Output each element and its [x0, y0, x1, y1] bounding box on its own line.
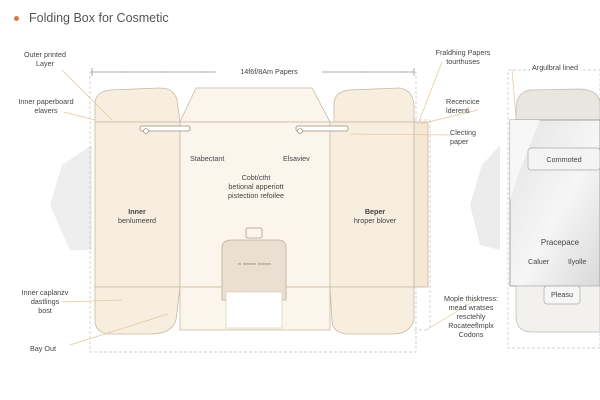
- box-bottom-label: Pleasu: [551, 290, 573, 299]
- top-flap-center: [179, 87, 331, 123]
- center-line: betional apperiott: [228, 182, 284, 191]
- inner-title: Inner: [128, 207, 146, 216]
- top-flap-left: [94, 87, 181, 123]
- callout-line: Recencice: [446, 97, 480, 106]
- callout-line: resctehly: [456, 312, 486, 321]
- bottom-flap-left: [94, 286, 181, 335]
- beper-title: Beper: [364, 207, 386, 216]
- box-ilyolle-label: Ilyolle: [568, 257, 587, 266]
- callout-inner-paperboard: Inner paperboard elavers: [10, 97, 82, 115]
- beper-label: Beper hroper blover: [340, 207, 410, 225]
- top-flap-right: [333, 87, 415, 123]
- glue-flap: [413, 121, 429, 288]
- header: Folding Box for Cosmetic: [14, 9, 169, 27]
- center-line: Cobt/ctht: [241, 173, 271, 182]
- page-title: Folding Box for Cosmetic: [29, 11, 169, 25]
- callout-folding-papers: Fraldhing Papers tourthuses: [428, 48, 498, 66]
- panel-left-top-label: Stabectant: [190, 154, 225, 163]
- callout-inner-caplanzv: Inner caplanzv dastlings bost: [12, 288, 78, 315]
- callout-line: mead wratses: [448, 303, 494, 312]
- callout-line: Rocateeflmplx: [448, 321, 494, 330]
- dieline-panels: [94, 87, 429, 335]
- callout-mople: Mople thisktress: mead wratses resctehly…: [432, 294, 510, 339]
- callout-outer-printed: Outer printed Layer: [14, 50, 76, 68]
- center-line: pistection refoilee: [228, 191, 284, 200]
- callout-line: Inner caplanzv: [21, 288, 69, 297]
- callout-line: Codons: [458, 330, 484, 339]
- dimension-line: [91, 68, 415, 76]
- panel-left: [94, 121, 181, 288]
- box-3d: [509, 88, 600, 333]
- box-caluer-label: Caluer: [528, 257, 550, 266]
- center-description: Cobt/ctht betional apperiott pistection …: [204, 173, 308, 200]
- inner-label: Inner benlumeerd: [104, 207, 170, 225]
- callout-bay-out: Bay Out: [30, 344, 56, 353]
- callout-line: elavers: [34, 106, 58, 115]
- callout-line: Fraldhing Papers: [435, 48, 491, 57]
- box-mid-label: Pracepace: [540, 238, 580, 247]
- callout-line: Outer printed: [24, 50, 66, 59]
- callout-argilbral: Argulbral lined: [530, 63, 580, 72]
- inner-subtitle: benlumeerd: [118, 216, 156, 225]
- callout-clecting: Clecting paper: [450, 128, 476, 146]
- callout-line: paper: [450, 137, 469, 146]
- callout-line: Layer: [36, 59, 54, 68]
- panel-right-top-label: Elsaviev: [283, 154, 310, 163]
- bottle-window: [221, 227, 287, 329]
- panel-right: [329, 121, 415, 288]
- beper-subtitle: hroper blover: [353, 216, 397, 225]
- callout-line: tourthuses: [446, 57, 480, 66]
- leader-lines: [61, 61, 517, 346]
- bullet-icon: [14, 15, 19, 21]
- bottom-flap-right: [329, 286, 415, 335]
- callout-line: Clecting: [450, 128, 476, 137]
- callout-line: Mople thisktress:: [444, 294, 498, 303]
- callout-line: bost: [38, 306, 52, 315]
- callout-recencice: Recencice lderenti: [446, 97, 480, 115]
- dimension-label: 14f6f/8Am Papers: [216, 67, 322, 76]
- callout-line: Inner paperboard: [18, 97, 74, 106]
- tab-slots: [139, 125, 349, 134]
- callout-line: lderenti: [446, 106, 470, 115]
- callout-line: dastlings: [30, 297, 60, 306]
- box-top-label: Commoted: [546, 155, 582, 164]
- bottle-text: ≈ ≈≈≈≈ ≈≈≈≈: [238, 262, 271, 268]
- background-blobs: [50, 145, 500, 250]
